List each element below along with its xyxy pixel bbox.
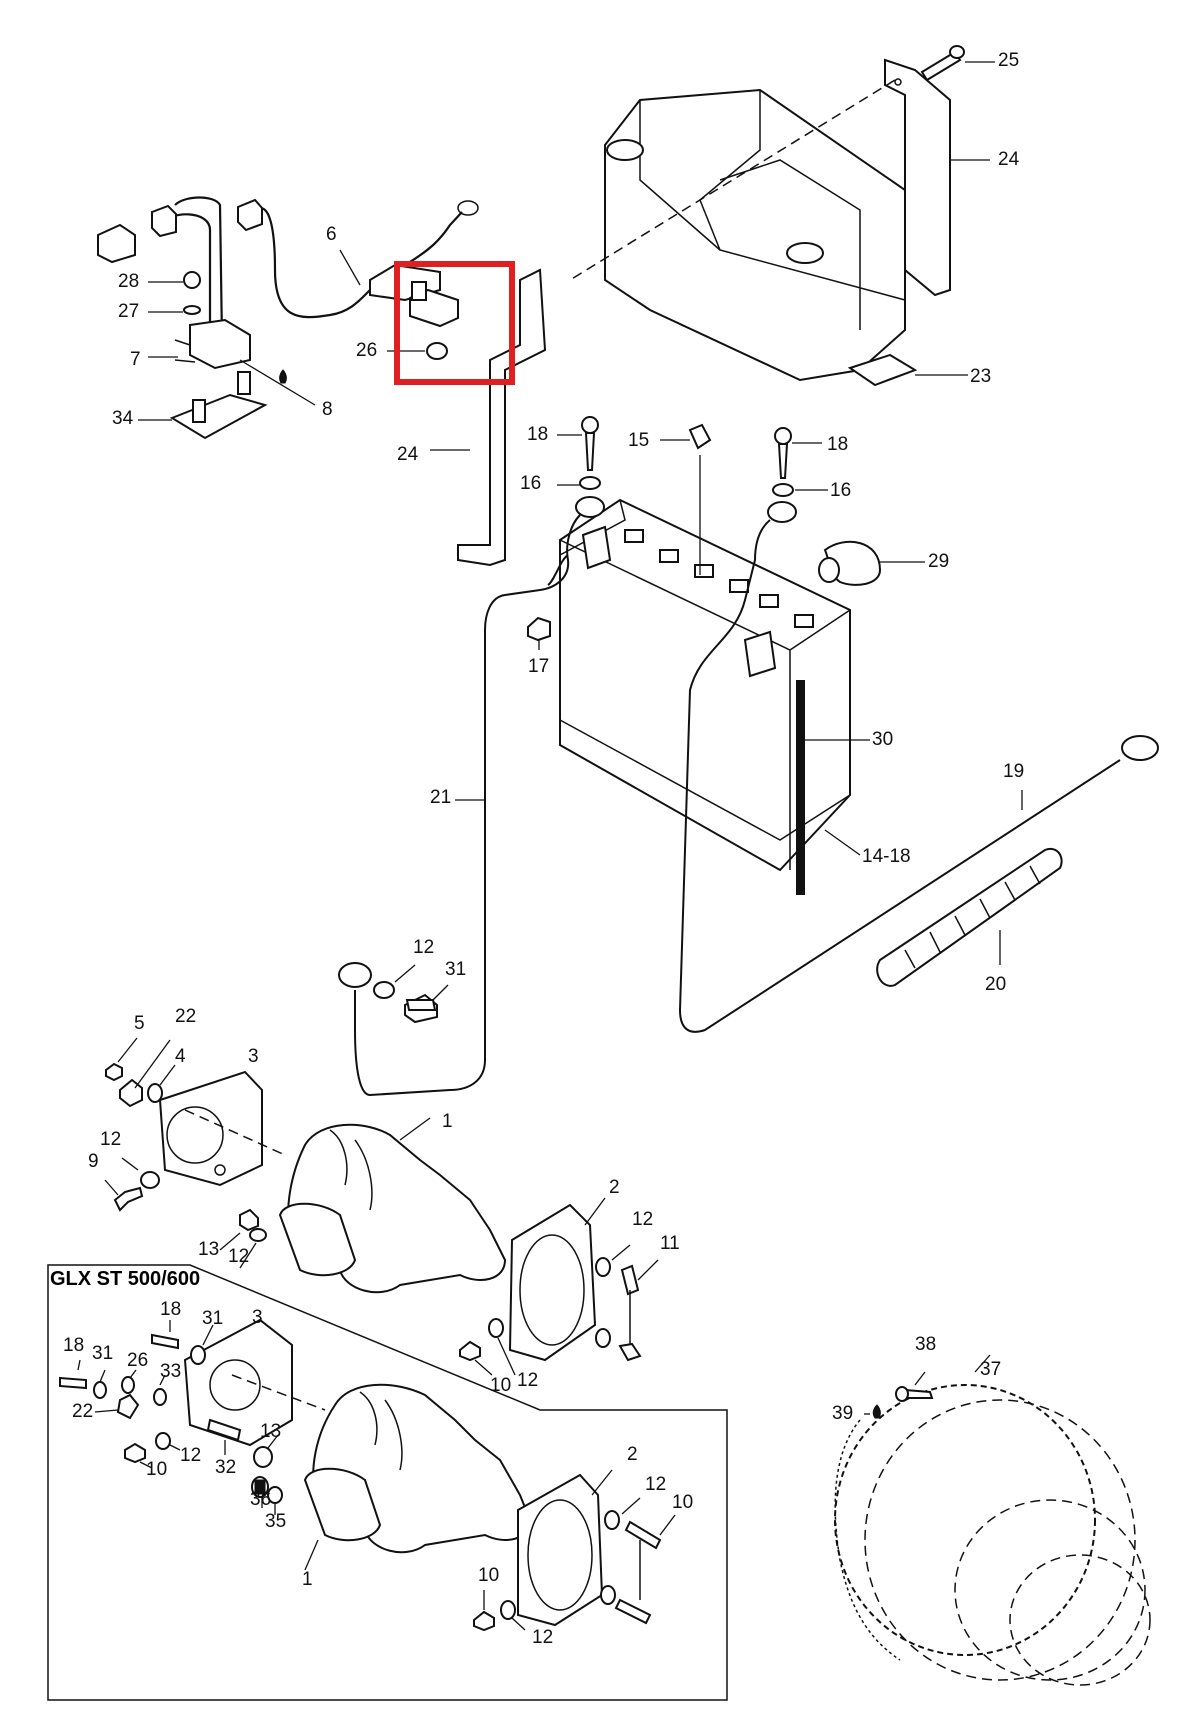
callout-22-main: 22 <box>175 1006 197 1027</box>
callout-18-inset-upper: 18 <box>160 1299 182 1320</box>
callout-22-inset: 22 <box>72 1401 94 1422</box>
callout-12-gasket-lower: 12 <box>517 1370 539 1391</box>
fuse-holder <box>387 281 459 360</box>
callout-10-inset-lower: 10 <box>478 1565 500 1586</box>
callout-12-inset-gasket: 12 <box>645 1474 667 1495</box>
callout-28: 28 <box>118 271 140 292</box>
callout-12-left: 12 <box>100 1129 122 1150</box>
terminal-hardware <box>557 416 828 575</box>
callout-12-inset: 12 <box>180 1445 202 1466</box>
callout-29: 29 <box>928 551 950 572</box>
callout-6: 6 <box>326 224 337 245</box>
terminal-cap <box>818 540 925 586</box>
callout-23: 23 <box>970 366 992 387</box>
callout-1-main: 1 <box>442 1111 453 1132</box>
callout-25: 25 <box>998 50 1020 71</box>
callout-18-inset-left: 18 <box>63 1335 85 1356</box>
callout-2-main: 2 <box>609 1177 620 1198</box>
callout-31-middle: 31 <box>445 959 467 980</box>
callout-26-top: 26 <box>356 340 378 361</box>
callout-10-main: 10 <box>490 1375 512 1396</box>
callout-39: 39 <box>832 1403 854 1424</box>
battery <box>559 498 870 895</box>
callout-2-inset: 2 <box>627 1444 638 1465</box>
callout-34: 34 <box>112 408 134 429</box>
callout-9: 9 <box>88 1151 99 1172</box>
callout-16-left: 16 <box>520 473 542 494</box>
callout-30: 30 <box>872 729 894 750</box>
starter-main-hardware <box>104 1037 176 1212</box>
bolt-25 <box>920 45 995 82</box>
callout-27: 27 <box>118 301 140 322</box>
callout-12-inset-lower: 12 <box>532 1627 554 1648</box>
callout-13-inset: 13 <box>260 1421 282 1442</box>
callout-12-main-lower: 12 <box>228 1246 250 1267</box>
callout-37: 37 <box>980 1359 1002 1380</box>
inset-title: GLX ST 500/600 <box>50 1268 201 1290</box>
callout-12-gasket-right: 12 <box>632 1209 654 1230</box>
callout-8: 8 <box>322 399 333 420</box>
battery-box <box>604 88 968 387</box>
callout-17: 17 <box>528 656 550 677</box>
callout-31-inset-left: 31 <box>92 1343 114 1364</box>
bracket-center <box>430 268 547 567</box>
callout-10-inset-right: 10 <box>672 1492 694 1513</box>
callout-26-inset: 26 <box>127 1350 149 1371</box>
callout-31-inset-upper: 31 <box>202 1308 224 1329</box>
starter-inset-hardware <box>59 1320 283 1515</box>
callout-16-right: 16 <box>830 480 852 501</box>
callout-15: 15 <box>628 430 650 451</box>
callout-11: 11 <box>660 1233 680 1254</box>
starter-main <box>158 1070 507 1294</box>
starter-inset <box>183 1318 532 1571</box>
callout-36: 36 <box>250 1489 272 1510</box>
callout-33: 33 <box>160 1361 182 1382</box>
ground-hardware <box>373 964 449 1024</box>
callout-1-inset: 1 <box>302 1569 313 1590</box>
callout-10-inset-left: 10 <box>146 1459 168 1480</box>
callout-4: 4 <box>175 1046 186 1067</box>
highlight-box <box>394 261 515 385</box>
callout-18-right: 18 <box>827 434 849 455</box>
inset-frame <box>47 1264 728 1701</box>
callout-3-inset: 3 <box>252 1307 263 1328</box>
starter-main-gasket <box>459 1197 659 1376</box>
callout-5: 5 <box>134 1013 145 1034</box>
callout-20: 20 <box>985 974 1007 995</box>
starter-inset-gasket <box>473 1469 676 1632</box>
relay-assembly <box>97 196 316 406</box>
callout-7: 7 <box>130 349 141 370</box>
callout-32: 32 <box>215 1457 237 1478</box>
flywheel <box>834 1354 1151 1686</box>
callout-35: 35 <box>265 1511 287 1532</box>
callout-3-main: 3 <box>248 1046 259 1067</box>
callout-21: 21 <box>430 787 452 808</box>
callout-14-18: 14-18 <box>862 846 911 867</box>
callout-19: 19 <box>1003 761 1025 782</box>
callout-24-top: 24 <box>998 149 1020 170</box>
callout-13-main: 13 <box>198 1239 220 1260</box>
callout-24-center: 24 <box>397 444 419 465</box>
protective-sleeve <box>876 847 1063 987</box>
callout-38: 38 <box>915 1334 937 1355</box>
battery-cables <box>338 496 1159 1097</box>
mounting-plate <box>138 371 268 440</box>
callout-12-middle: 12 <box>413 937 435 958</box>
callout-18-left: 18 <box>527 424 549 445</box>
